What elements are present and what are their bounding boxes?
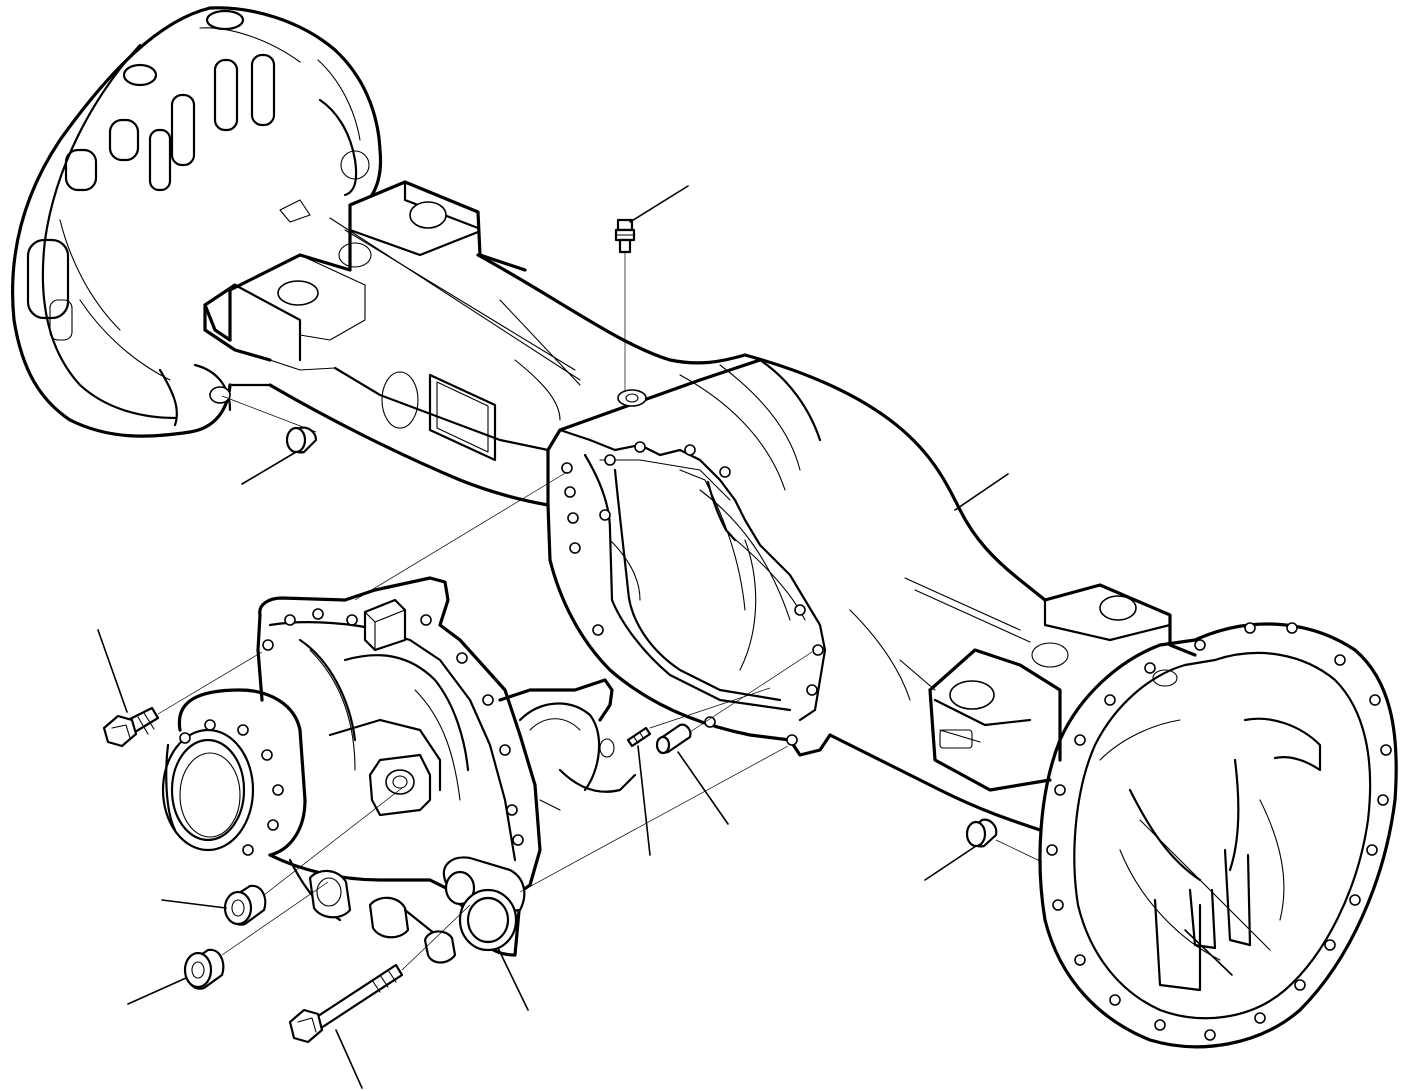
- right-beam: [828, 577, 1197, 832]
- breather: [614, 218, 636, 254]
- plug-a: [223, 884, 267, 926]
- left-wheel-end: [10, 6, 383, 438]
- leader-plug-right: [924, 845, 977, 881]
- leader-flange-bolt: [97, 629, 128, 713]
- leader-plug-left: [241, 451, 297, 485]
- leader-small-screw: [637, 745, 651, 856]
- leader-right-wheel-end: [1184, 929, 1233, 976]
- alignment-lines: [157, 252, 1043, 971]
- small-screw: [626, 726, 652, 748]
- plug-b: [183, 948, 225, 990]
- leader-breather: [629, 185, 689, 223]
- plug-right: [965, 818, 998, 848]
- right-wheel-end: [1038, 622, 1398, 1049]
- leader-carrier: [497, 947, 529, 1011]
- differential-carrier: [161, 576, 637, 964]
- callout-leaders: [97, 185, 1233, 1089]
- long-bolt: [288, 963, 404, 1044]
- axle-housing: [10, 6, 1398, 1049]
- leader-plug-b: [127, 977, 187, 1005]
- center-banjo: [546, 353, 1022, 757]
- leader-dowel-pin: [677, 751, 729, 825]
- leader-long-bolt: [335, 1029, 363, 1089]
- plug-left: [285, 426, 318, 454]
- left-beam: [203, 180, 747, 507]
- right-rim-bolt-holes: [1046, 622, 1392, 1041]
- leader-plug-a: [161, 899, 227, 909]
- flange-bolt: [102, 706, 160, 748]
- banjo-bolt-holes: [561, 441, 824, 746]
- dowel-pin: [655, 723, 692, 755]
- leader-housing: [954, 473, 1009, 511]
